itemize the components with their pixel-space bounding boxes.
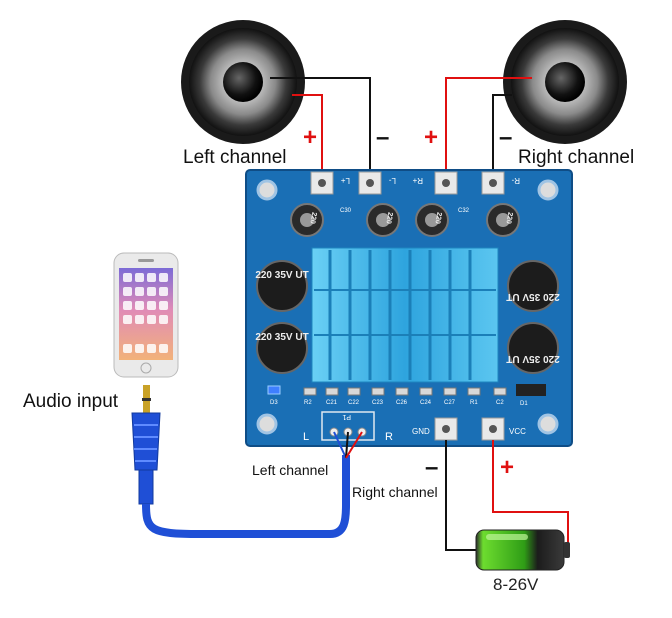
row-r2: R2	[304, 400, 312, 406]
left-channel-bottom-label: Left channel	[252, 462, 329, 478]
battery-icon	[475, 529, 570, 571]
smartphone-icon	[113, 252, 179, 378]
terminal-r-plus-label: R+	[412, 176, 423, 185]
vcc-label: VCC	[509, 427, 526, 436]
speaker-wires	[270, 77, 532, 183]
c32-label: C32	[458, 208, 470, 214]
vcc-plus-sign: +	[500, 454, 515, 481]
right-channel-bottom-label: Right channel	[352, 484, 438, 500]
left-minus-sign: –	[376, 124, 390, 151]
audio-input-label: Audio input	[23, 391, 119, 412]
d3-label: D3	[270, 400, 278, 406]
cap-1-label: 220 35V UT	[255, 270, 308, 281]
audio-cable-icon	[131, 385, 363, 538]
row-c26: C26	[396, 400, 408, 406]
right-channel-top-label: Right channel	[518, 147, 635, 168]
cap-3-label: 220 35V UT	[506, 291, 559, 302]
left-plus-sign: +	[303, 124, 318, 151]
board-l-label: L	[303, 431, 309, 443]
right-speaker-icon	[503, 20, 627, 144]
row-r1: R1	[470, 400, 478, 406]
small-cap-1-label: 220	[308, 211, 317, 224]
right-plus-sign: +	[424, 124, 439, 151]
cap-4-label: 220 35V UT	[506, 353, 559, 364]
d1-label: D1	[520, 401, 528, 407]
cap-2-label: 220 35V UT	[255, 332, 308, 343]
c30-label: C30	[340, 208, 352, 214]
row-c24: C24	[420, 400, 432, 406]
row-c27: C27	[444, 400, 456, 406]
right-minus-sign: –	[499, 124, 513, 151]
power-wires	[445, 440, 569, 551]
gnd-label: GND	[412, 427, 430, 436]
board-r-label: R	[385, 431, 393, 443]
terminal-l-minus-label: L-	[389, 176, 396, 185]
gnd-minus-sign: –	[425, 454, 439, 481]
terminal-r-minus-label: R-	[511, 176, 520, 185]
input-silk-label: P1	[342, 413, 351, 420]
left-channel-top-label: Left channel	[183, 147, 287, 168]
amplifier-board	[245, 169, 573, 447]
row-c22: C22	[348, 400, 360, 406]
small-cap-4-label: 220	[504, 211, 513, 224]
voltage-label: 8-26V	[493, 575, 539, 594]
row-c2: C2	[496, 400, 504, 406]
small-cap-2-label: 220	[384, 211, 393, 224]
left-speaker-icon	[181, 20, 305, 144]
row-c21: C21	[326, 400, 338, 406]
small-cap-3-label: 220	[433, 211, 442, 224]
terminal-l-plus-label: L+	[341, 176, 350, 185]
row-c23: C23	[372, 400, 384, 406]
